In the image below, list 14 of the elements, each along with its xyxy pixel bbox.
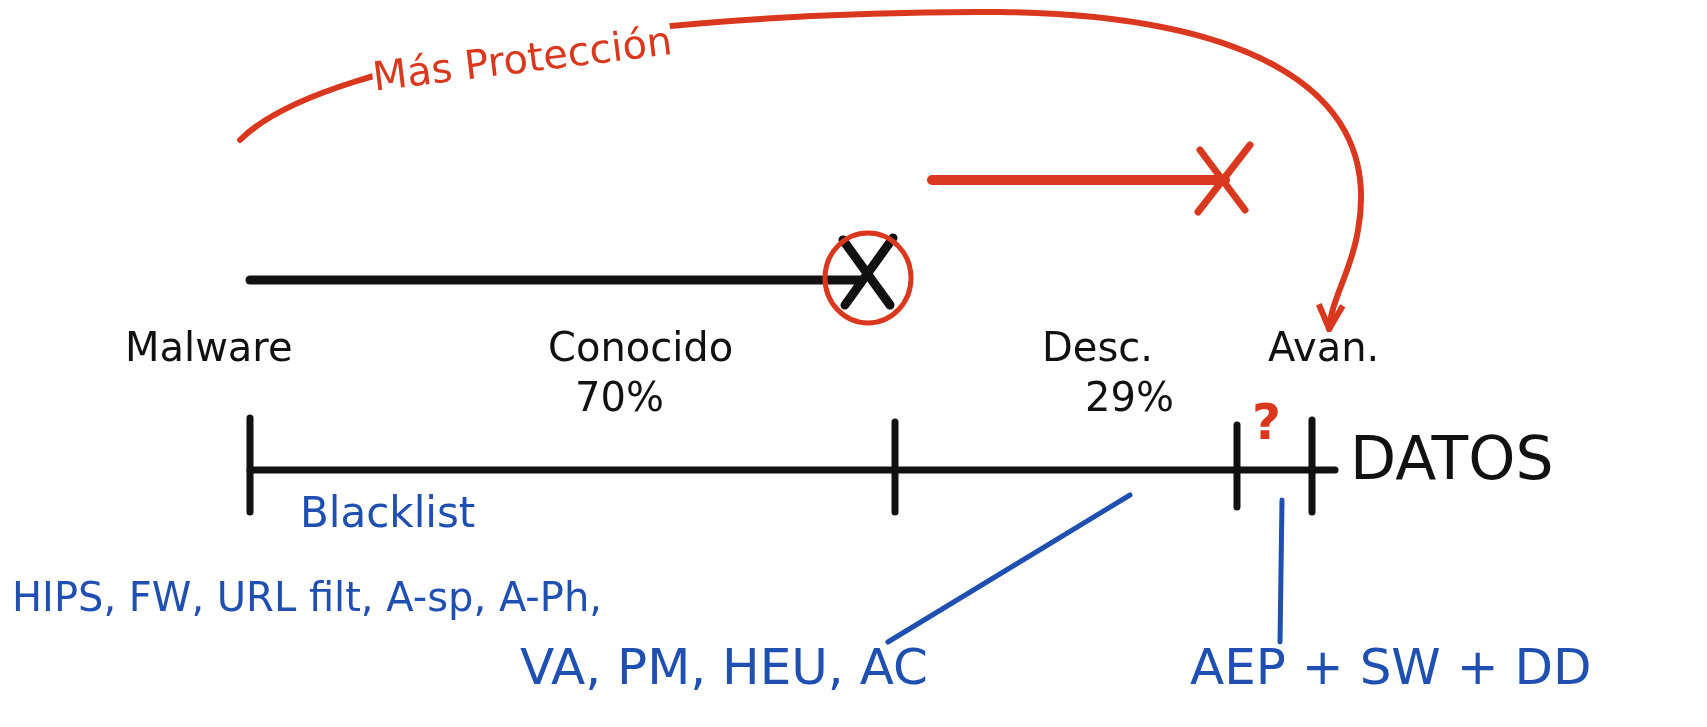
percentage-label: 70% <box>575 375 664 419</box>
axis-label: Conocido <box>548 325 734 369</box>
percentage-label: 29% <box>1085 375 1174 419</box>
axis-label: Desc. <box>1042 325 1153 369</box>
axis-label: Avan. <box>1268 325 1380 369</box>
technique-list: HIPS, FW, URL filt, A-sp, A-Ph, <box>12 575 602 619</box>
leader-line <box>1277 497 1285 645</box>
leader-line <box>885 492 1133 645</box>
technique-list: AEP + SW + DD <box>1190 640 1592 695</box>
axis-end-label: DATOS <box>1350 425 1554 491</box>
technique-list: VA, PM, HEU, AC <box>520 640 928 695</box>
question-mark: ? <box>1252 395 1281 450</box>
category-label: Blacklist <box>300 490 476 537</box>
axis-label: Malware <box>125 325 293 369</box>
